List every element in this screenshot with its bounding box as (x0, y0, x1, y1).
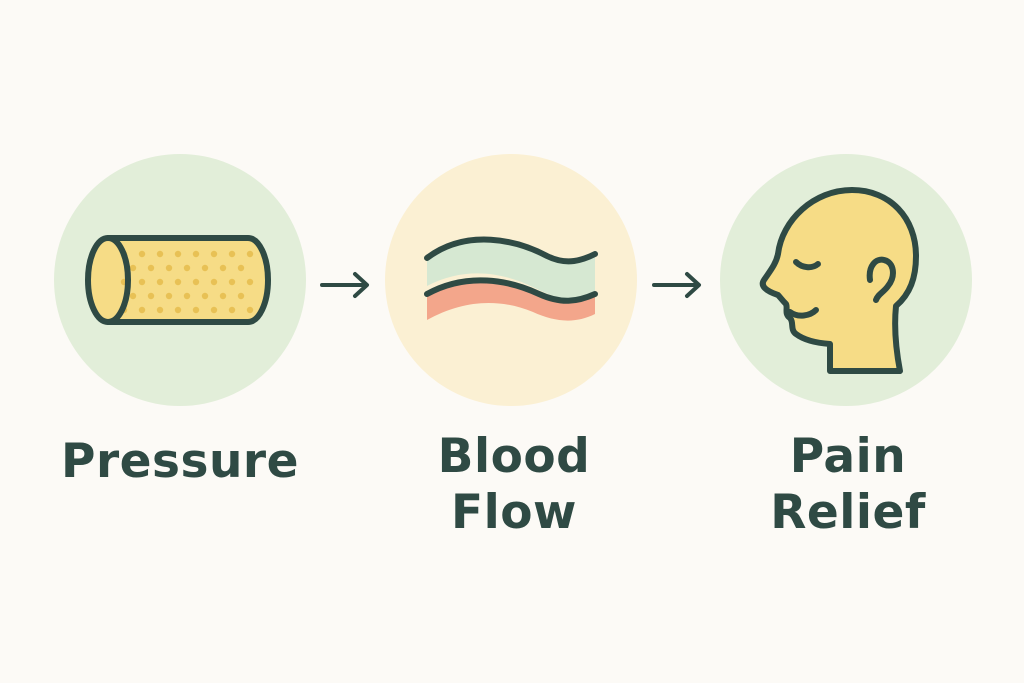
roller-dot (201, 292, 209, 300)
roller-dot (192, 306, 200, 314)
roller-dot (174, 306, 182, 314)
roller-dot (246, 306, 254, 314)
relaxed-head-icon (720, 154, 972, 406)
roller-dot (138, 278, 146, 286)
roller-dot (174, 250, 182, 258)
flow-band-salmon (427, 280, 595, 321)
arrow-right-icon (652, 272, 701, 298)
step-blood-flow-circle (385, 154, 637, 406)
label-pain-relief: Pain Relief (698, 429, 998, 541)
arrow-right-icon (320, 272, 369, 298)
roller-dot (246, 278, 254, 286)
roller-dot (174, 278, 182, 286)
roller-dot (201, 264, 209, 272)
roller-dot (156, 306, 164, 314)
roller-dot (228, 306, 236, 314)
roller-dot (219, 264, 227, 272)
roller-dot (165, 292, 173, 300)
roller-dot (156, 250, 164, 258)
blood-flow-wave-icon (385, 154, 637, 406)
roller-dot (183, 264, 191, 272)
roller-dot (246, 250, 254, 258)
roller-body (88, 238, 268, 322)
label-line: Flow (451, 485, 577, 540)
roller-dot (228, 278, 236, 286)
label-blood-flow: Blood Flow (364, 429, 664, 541)
label-line: Pressure (61, 434, 299, 489)
step-pressure-circle (54, 154, 306, 406)
label-pressure: Pressure (30, 434, 330, 490)
roller-dot (237, 264, 245, 272)
step-pain-relief-circle (720, 154, 972, 406)
closed-eye (793, 259, 821, 271)
roller-dot (138, 250, 146, 258)
roller-dot (219, 292, 227, 300)
label-line: Relief (770, 485, 926, 540)
roller-dot (156, 278, 164, 286)
roller-dot (210, 278, 218, 286)
roller-dot (165, 264, 173, 272)
roller-dot (210, 250, 218, 258)
roller-dot (192, 278, 200, 286)
roller-outline (85, 235, 271, 325)
label-line: Blood (437, 429, 591, 484)
roller-dot (183, 292, 191, 300)
roller-dot (138, 306, 146, 314)
label-line: Pain (789, 429, 907, 484)
roller-dot (147, 292, 155, 300)
roller-dot (129, 264, 137, 272)
roller-dot (129, 292, 137, 300)
roller-dot (147, 264, 155, 272)
flow-band-green (427, 239, 595, 300)
flow-lines (424, 236, 598, 304)
head-silhouette (759, 187, 919, 374)
smile (787, 307, 819, 319)
foam-roller-icon (54, 154, 306, 406)
roller-dot (210, 306, 218, 314)
roller-dot (192, 250, 200, 258)
circle-background (385, 154, 637, 406)
ear (866, 256, 896, 303)
roller-dot (228, 250, 236, 258)
roller-dot (237, 292, 245, 300)
